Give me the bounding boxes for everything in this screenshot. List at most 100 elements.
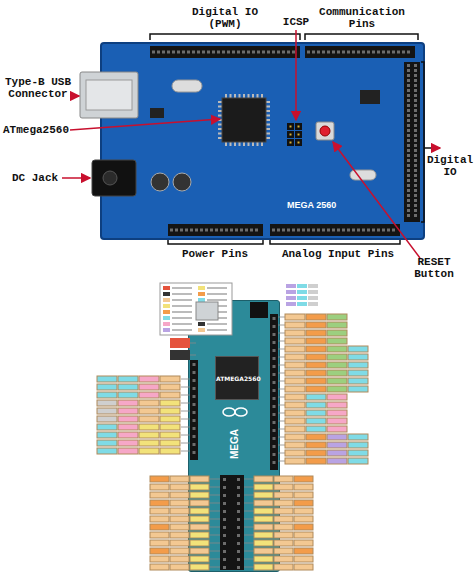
pin-line [209, 479, 220, 480]
pin-tag [285, 314, 305, 320]
pin-tag [297, 302, 307, 306]
pin-tag [170, 492, 189, 498]
pin-tag [190, 516, 209, 522]
analog-header [270, 224, 400, 236]
pin-tag [327, 426, 347, 432]
pin-tag [150, 540, 169, 546]
bracket [270, 240, 400, 244]
pin-hole [414, 104, 417, 107]
legend-swatch [163, 286, 170, 290]
icsp-pin [295, 131, 302, 138]
chip-pin [257, 142, 259, 146]
pin-tag [327, 402, 347, 408]
pin-line [209, 519, 220, 520]
pin-tag [294, 516, 313, 522]
pin-hole [407, 199, 410, 202]
pin-hole [157, 51, 160, 54]
pin-tag [118, 400, 138, 406]
pin-hole [414, 109, 417, 112]
legend-line [172, 299, 192, 301]
pin-tag [327, 410, 347, 416]
pin-hole [237, 526, 240, 529]
pin-hole [414, 149, 417, 152]
chip-pin [225, 94, 227, 98]
pin-hole [407, 169, 410, 172]
pin-tag [139, 432, 159, 438]
pin-tag [274, 540, 293, 546]
pin-hole [252, 51, 255, 54]
pin-tag [294, 524, 313, 530]
pin-line [278, 317, 285, 318]
chip-pin [261, 94, 263, 98]
dc-jack [92, 160, 136, 196]
pin-tag [254, 508, 273, 514]
pin-tag [97, 440, 117, 446]
pin-line [244, 503, 254, 504]
pin-tag [97, 416, 117, 422]
pin-tag [294, 548, 313, 554]
legend-line [172, 287, 192, 289]
pin-hole [242, 51, 245, 54]
pin-line [278, 349, 285, 350]
pin-tag [306, 370, 326, 376]
pin-tag [170, 540, 189, 546]
pin-tag [306, 426, 326, 432]
pin-tag [170, 564, 189, 570]
pin-tag [348, 458, 368, 464]
legend-swatch [163, 316, 170, 320]
legend-swatch [163, 298, 170, 302]
pin-tag [190, 524, 209, 530]
pin-hole [197, 51, 200, 54]
chip-pin [234, 142, 236, 146]
logo-loop [235, 408, 247, 416]
pin-hole [273, 429, 276, 432]
chip-pin [218, 124, 222, 126]
pin-line [209, 535, 220, 536]
pin-hole [312, 229, 315, 232]
pin-hole [407, 214, 410, 217]
pin-tag [348, 370, 368, 376]
pin-tag [139, 400, 159, 406]
pin-tag [294, 500, 313, 506]
pin-hole [407, 114, 410, 117]
chip-pin [266, 137, 270, 139]
usb-connector [196, 302, 218, 320]
pin-hole [407, 139, 410, 142]
chip-pin [218, 128, 222, 130]
pin-tag [274, 508, 293, 514]
pin-line [244, 519, 254, 520]
pin-hole [237, 510, 240, 513]
pin-hole [342, 51, 345, 54]
pin-tag [190, 540, 209, 546]
callout-label: Analog Input Pins [276, 248, 400, 260]
pin-hole [232, 51, 235, 54]
pin-hole [223, 510, 226, 513]
pin-tag [97, 392, 117, 398]
chip-pin [218, 106, 222, 108]
pin-hole [387, 229, 390, 232]
pin-hole [407, 79, 410, 82]
pin-line [244, 567, 254, 568]
pin-line [181, 379, 190, 380]
pin-tag [190, 548, 209, 554]
usb-connector-face [86, 80, 132, 110]
pin-hole [227, 51, 230, 54]
pin-hole [307, 229, 310, 232]
pin-tag [274, 516, 293, 522]
pin-tag [274, 524, 293, 530]
pin-tag [348, 354, 368, 360]
pin-tag [139, 440, 159, 446]
pin-hole [267, 51, 270, 54]
pin-line [181, 419, 190, 420]
pin-hole [342, 229, 345, 232]
pin-line [278, 421, 285, 422]
pin-tag [139, 448, 159, 454]
pin-hole [362, 229, 365, 232]
chip-pin [266, 115, 270, 117]
pin-tag [306, 458, 326, 464]
pin-line [278, 381, 285, 382]
pin-tag [274, 500, 293, 506]
pin-tag [327, 322, 347, 328]
pin-tag [118, 448, 138, 454]
